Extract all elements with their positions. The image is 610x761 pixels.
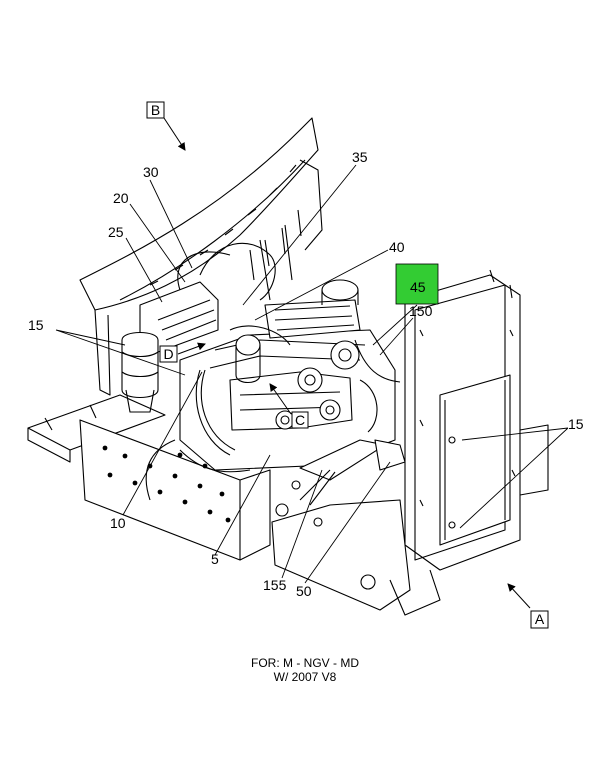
callout-155: 155 bbox=[263, 577, 287, 593]
callout-30: 30 bbox=[143, 164, 159, 180]
callout-10: 10 bbox=[110, 515, 126, 531]
view-label-d: D bbox=[163, 346, 173, 362]
callout-25: 25 bbox=[108, 224, 124, 240]
leader-lines bbox=[55, 164, 569, 584]
view-arrow-b bbox=[163, 117, 186, 151]
view-label-b: B bbox=[151, 102, 160, 118]
callout-15-right: 15 bbox=[568, 416, 584, 432]
view-arrow-d bbox=[177, 342, 206, 355]
view-arrow-c bbox=[269, 383, 292, 415]
note-line-2: W/ 2007 V8 bbox=[273, 670, 337, 684]
view-label-c: C bbox=[295, 412, 305, 428]
callout-15-left: 15 bbox=[28, 317, 44, 333]
note-line-1: FOR: M - NGV - MD bbox=[251, 656, 359, 670]
callout-35: 35 bbox=[352, 149, 368, 165]
callout-20: 20 bbox=[113, 190, 129, 206]
callouts: 30 20 25 35 40 45 150 15 15 10 5 155 50 bbox=[28, 149, 584, 599]
callout-150: 150 bbox=[409, 303, 433, 319]
callout-40: 40 bbox=[389, 239, 405, 255]
callout-50: 50 bbox=[296, 583, 312, 599]
engine-line-art bbox=[27, 117, 549, 616]
view-arrow-a bbox=[507, 583, 531, 609]
callout-5: 5 bbox=[211, 551, 219, 567]
highlight-box-45 bbox=[395, 263, 439, 305]
view-label-a: A bbox=[535, 611, 545, 627]
callout-45: 45 bbox=[410, 279, 426, 295]
